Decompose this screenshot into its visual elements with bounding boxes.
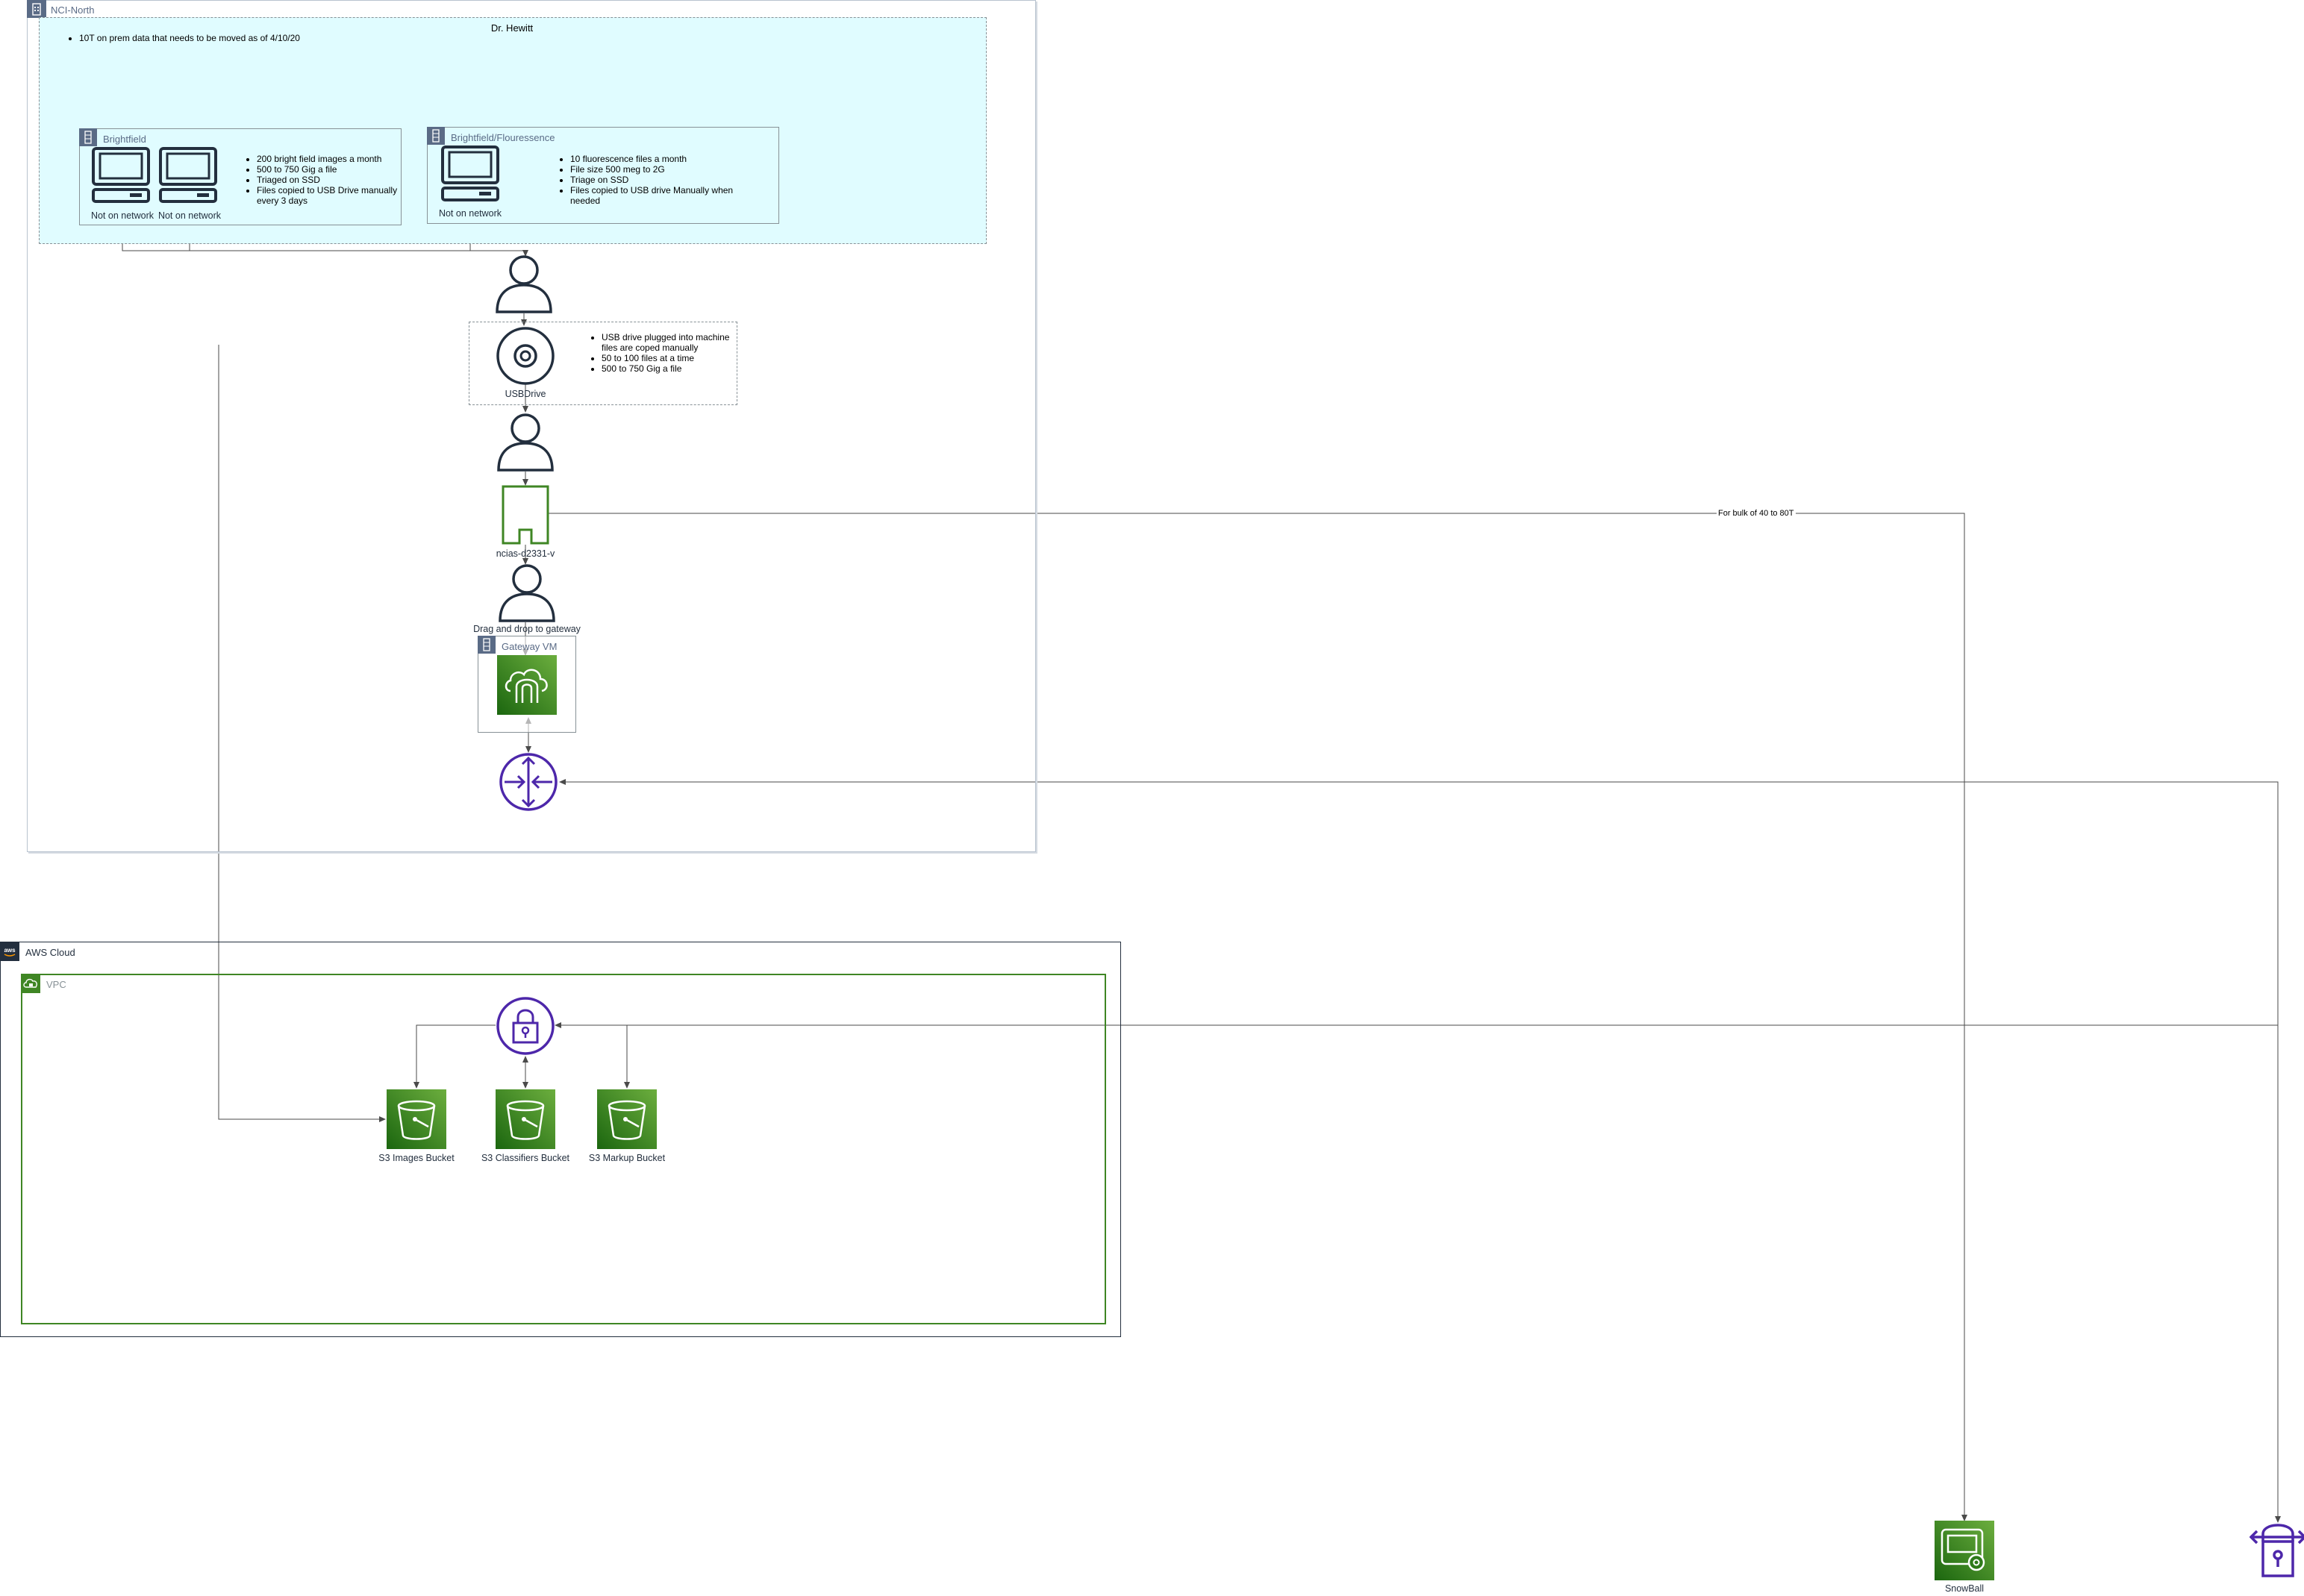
usb-note: USB drive plugged into machine files are… [602,332,743,353]
brightfield-badge [79,128,97,146]
snowball-label: SnowBall [1944,1583,1985,1594]
disk-drive-icon [496,327,555,385]
flourescence-notes: 10 fluorescence files a month File size … [557,154,734,206]
flourescence-note: Triage on SSD [570,175,734,185]
group-dr-hewitt [39,17,987,244]
flourescence-note: 10 fluorescence files a month [570,154,734,164]
brightfield-note: 500 to 750 Gig a file [257,164,406,175]
aws-cloud-badge: aws [0,942,19,961]
usb-drive-label: USBDrive [505,389,546,399]
drag-drop-label: Drag and drop to gateway [473,624,581,634]
flourescence-label: Brightfield/Flouressence [451,132,555,143]
aws-cloud-label: AWS Cloud [25,947,75,958]
hewitt-notes: 10T on prem data that needs to be moved … [66,33,378,43]
user-icon [497,413,554,472]
transfer-lock-icon [2250,1524,2304,1577]
desktop-computer-icon [92,147,150,203]
brightfield-note: 200 bright field images a month [257,154,406,164]
server-rack-icon [432,129,440,143]
usb-notes: USB drive plugged into machine files are… [588,332,743,374]
server-icon [502,485,549,545]
brightfield-notes: 200 bright field images a month 500 to 7… [243,154,406,206]
edge-to-s3-images [218,345,386,1122]
workstation-1-label: Not on network [90,210,154,221]
user-icon [496,255,552,313]
gateway-vm-label: Gateway VM [502,641,558,652]
edge-endpoint-s3-images [413,1024,496,1089]
brightfield-note: Triaged on SSD [257,175,406,185]
group-nci-north [27,0,1036,852]
vpc-badge [21,974,40,993]
group-brightfield [79,128,402,225]
s3-markup-label: S3 Markup Bucket [588,1153,666,1163]
server-rack-icon [483,638,490,651]
workstation-3-label: Not on network [438,208,502,219]
vpc-endpoint-lock-icon [496,997,555,1055]
cloud-lock-icon [23,978,37,988]
group-vpc [21,974,1106,1324]
edge-server-snowball [548,513,1967,1521]
server-label: ncias-d2331-v [496,548,555,559]
s3-images-label: S3 Images Bucket [378,1153,455,1163]
hewitt-note: 10T on prem data that needs to be moved … [79,33,378,43]
s3-bucket-icon [597,1089,657,1149]
dr-hewitt-label: Dr. Hewitt [490,22,534,34]
edge-router-transfer [559,779,2281,1523]
aws-logo-icon: aws [4,947,16,957]
edge-bulk-label: For bulk of 40 to 80T [1717,509,1796,518]
brightfield-note: Files copied to USB Drive manually every… [257,185,406,206]
usb-note: 500 to 750 Gig a file [602,363,743,374]
s3-bucket-icon [496,1089,555,1149]
flourescence-badge [427,127,445,145]
building-icon [32,3,41,16]
svg-text:aws: aws [4,947,16,954]
usb-note: 50 to 100 files at a time [602,353,743,363]
group-brightfield-flourescence [427,127,779,224]
vpc-label: VPC [46,979,66,990]
s3-classifiers-label: S3 Classifiers Bucket [481,1153,570,1163]
group-usb [469,322,737,405]
snowball-icon [1935,1521,1994,1580]
desktop-computer-icon [159,147,217,203]
nci-north-label: NCI-North [51,4,95,16]
router-icon [499,753,558,811]
flourescence-note: Files copied to USB drive Manually when … [570,185,734,206]
gateway-badge [478,636,496,654]
group-aws-cloud [0,942,1121,1337]
desktop-computer-icon [441,145,499,201]
flourescence-note: File size 500 meg to 2G [570,164,734,175]
brightfield-label: Brightfield [103,134,146,145]
workstation-2-label: Not on network [157,210,222,221]
storage-gateway-icon [497,655,557,715]
s3-bucket-icon [387,1089,446,1149]
nci-north-badge [27,0,46,18]
server-rack-icon [84,131,92,144]
user-icon [499,564,555,622]
